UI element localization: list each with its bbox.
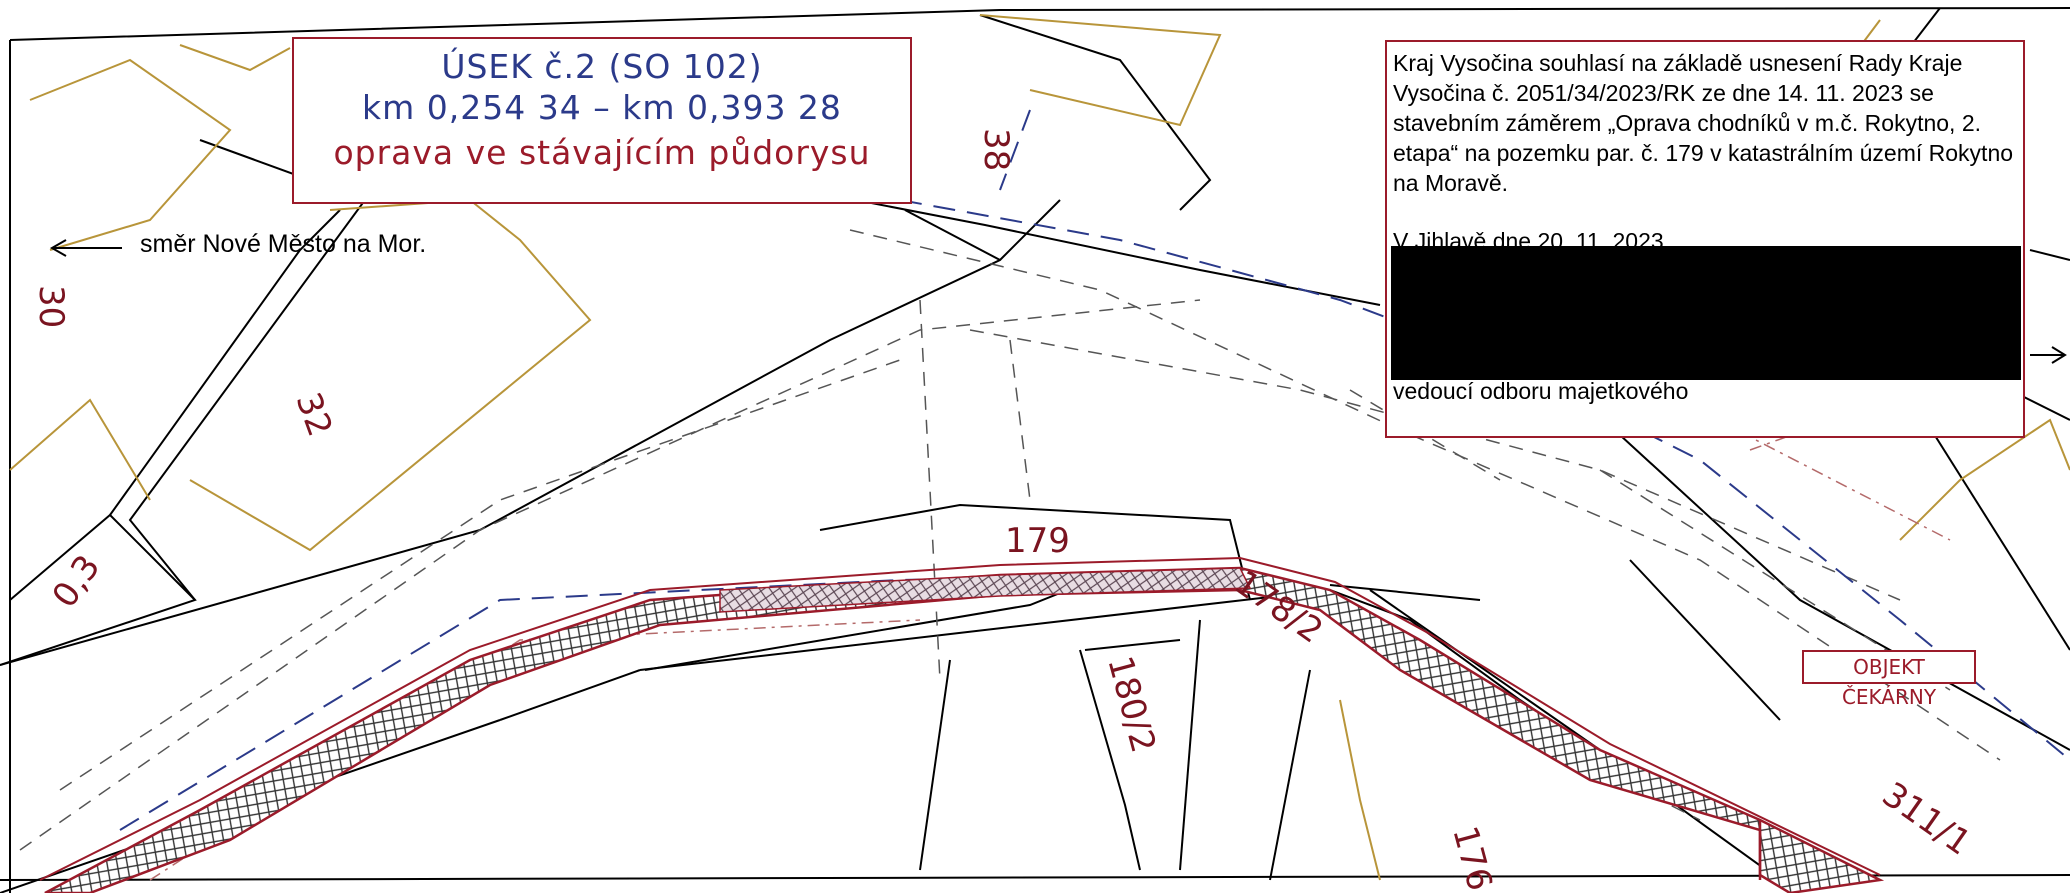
parcel-boundaries xyxy=(0,7,2070,893)
approval-text: Kraj Vysočina souhlasí na základě usnese… xyxy=(1393,50,2014,196)
parcel-label-176: 176 xyxy=(1444,822,1499,893)
parcel-label-38: 38 xyxy=(976,128,1016,171)
section-description: oprava ve stávajícím půdorysu xyxy=(333,133,871,172)
parcel-label-179: 179 xyxy=(1005,521,1070,561)
parcel-label-32: 32 xyxy=(288,387,340,441)
section-title-box: ÚSEK č.2 (SO 102) km 0,254 34 – km 0,393… xyxy=(292,37,912,204)
section-km-range: km 0,254 34 – km 0,393 28 xyxy=(362,88,842,127)
parcel-label-180-2: 180/2 xyxy=(1099,652,1163,757)
parcel-label-30: 30 xyxy=(31,285,71,328)
signature-title: vedoucí odboru majetkového xyxy=(1393,378,1689,404)
sidewalk-repair-section xyxy=(719,567,1252,613)
direction-arrow-right-icon xyxy=(2030,346,2067,364)
redacted-signature-block xyxy=(1391,246,2021,380)
section-title: ÚSEK č.2 (SO 102) xyxy=(441,47,763,86)
sidewalk-outer-border xyxy=(39,556,1881,881)
parcel-label-0-3: 0,3 xyxy=(45,548,109,615)
waiting-room-object-label: OBJEKT ČEKÁRNY xyxy=(1802,650,1976,709)
approval-stamp: Kraj Vysočina souhlasí na základě usnese… xyxy=(1385,40,2025,438)
direction-arrow-left-icon xyxy=(49,239,122,257)
parcel-label-311-1: 311/1 xyxy=(1875,775,1978,864)
direction-label: směr Nové Město na Mor. xyxy=(140,230,427,258)
